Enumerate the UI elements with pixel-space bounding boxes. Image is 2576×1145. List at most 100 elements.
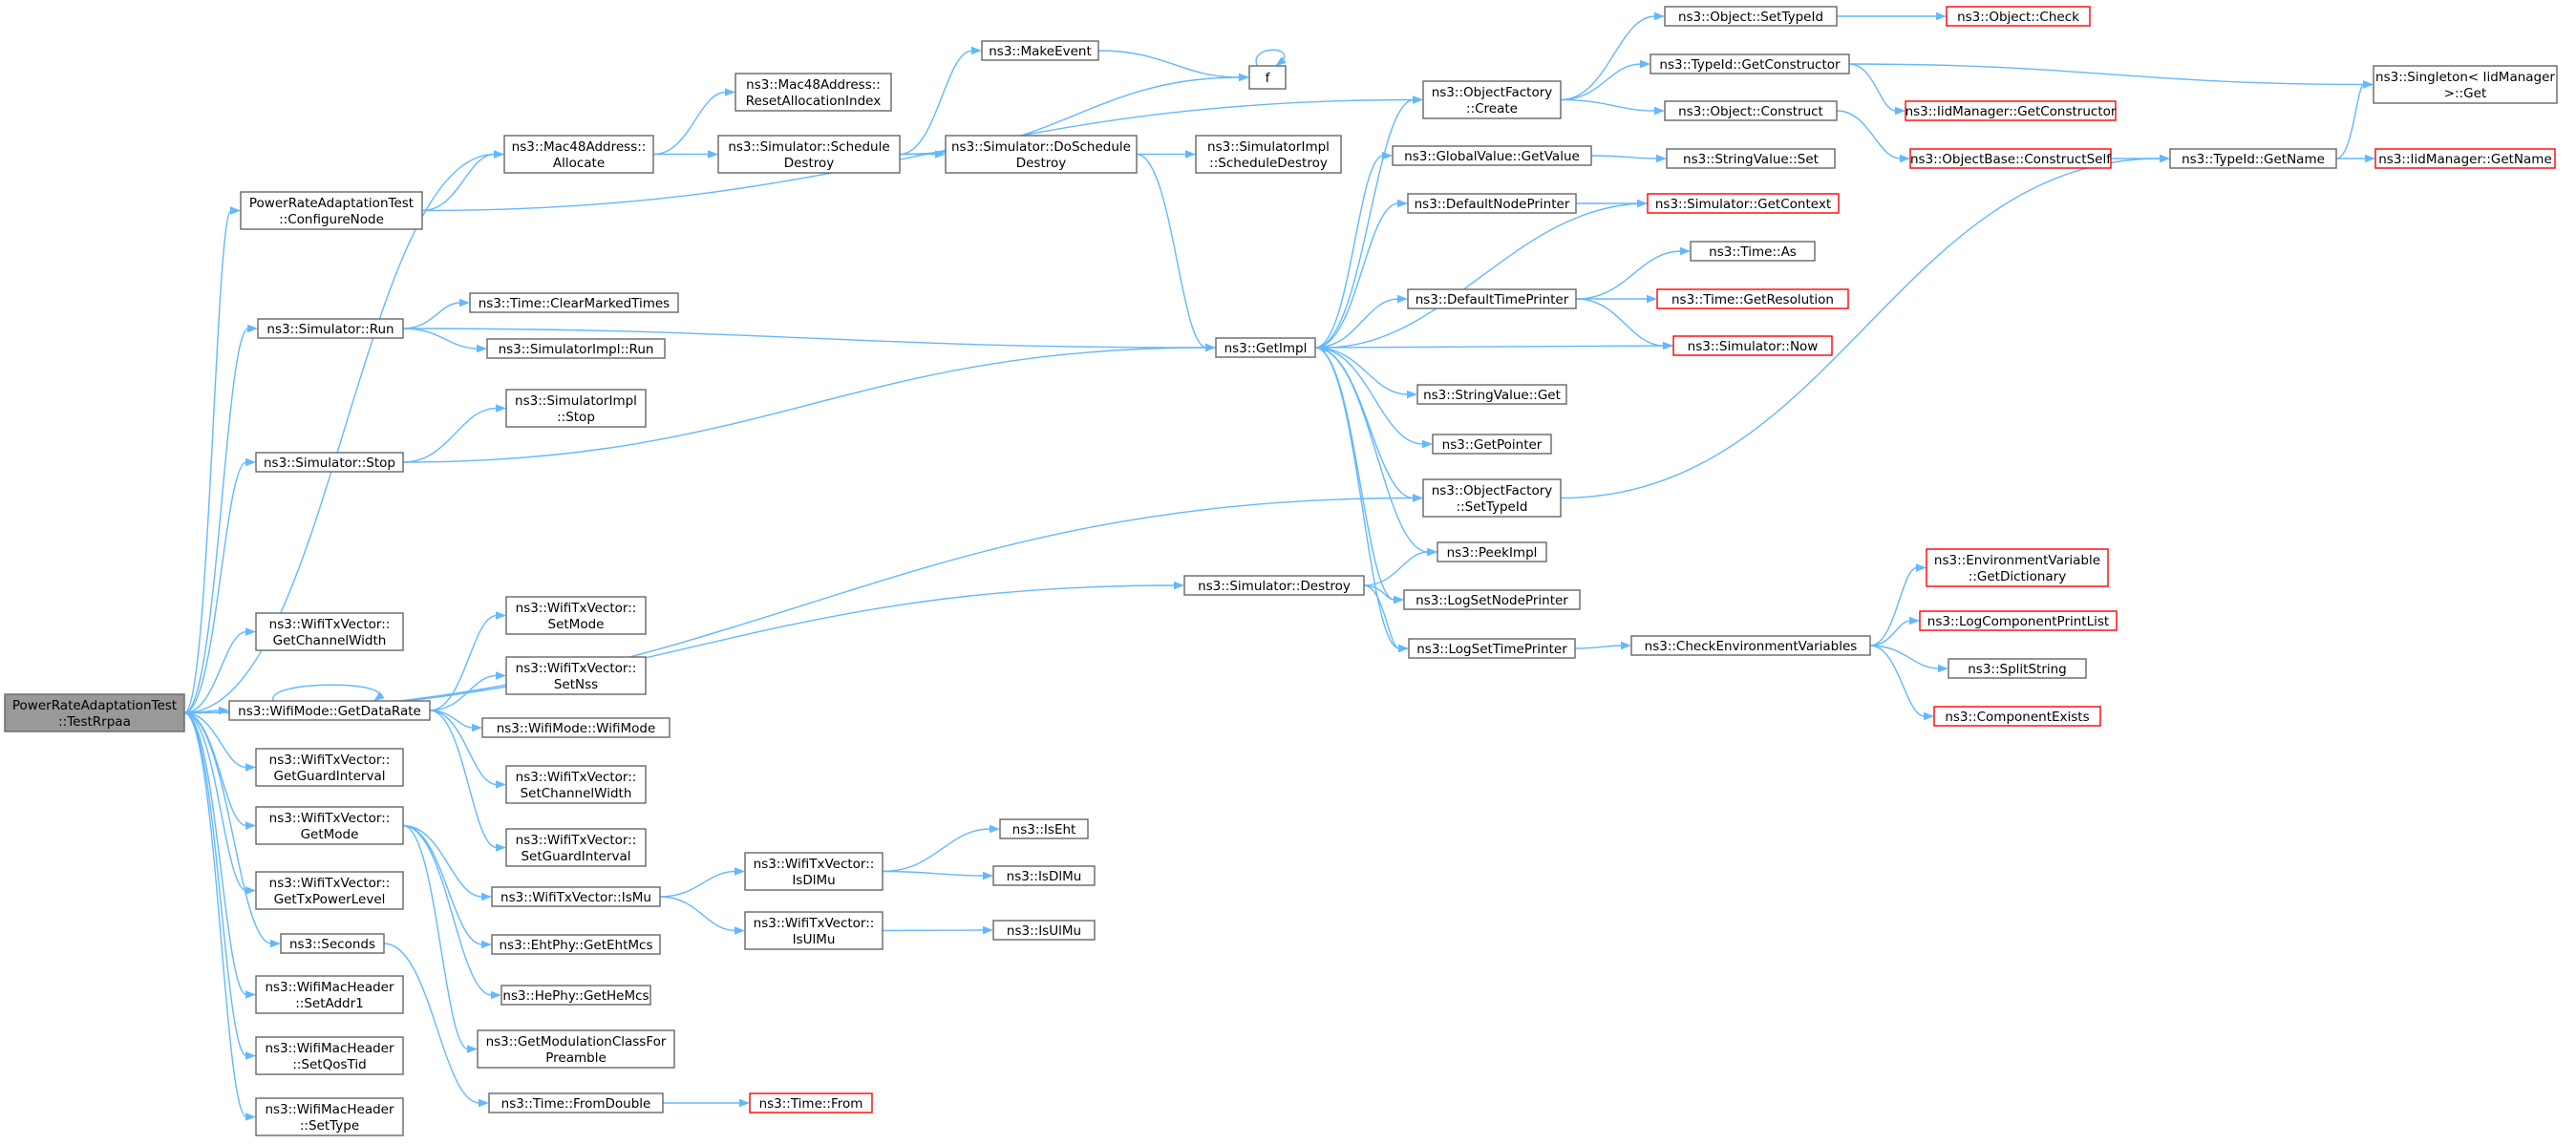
node-check-env[interactable]: ns3::CheckEnvironmentVariables (1630, 635, 1871, 656)
edge-arrowhead (1936, 11, 1947, 21)
node-is-ul-mu-tx[interactable]: ns3::WifiTxVector::IsUlMu (744, 911, 884, 950)
node-box (1408, 638, 1576, 659)
edge-arrowhead (1654, 11, 1665, 21)
node-sim-get-context[interactable]: ns3::Simulator::GetContext (1647, 193, 1840, 214)
edge-get-impl-to-sv-get (1314, 347, 1417, 399)
node-mac-reset[interactable]: ns3::Mac48Address::ResetAllocationIndex (734, 73, 892, 112)
node-root[interactable]: PowerRateAdaptationTest::TestRrpaa (4, 693, 185, 732)
node-get-mode-tx[interactable]: ns3::WifiTxVector::GetMode (255, 806, 404, 845)
node-set-addr1[interactable]: ns3::WifiMacHeader::SetAddr1 (255, 975, 404, 1014)
edge-get-impl-to-of-create (1314, 95, 1423, 349)
node-sv-get[interactable]: ns3::StringValue::Get (1416, 384, 1567, 405)
node-of-set-type-id[interactable]: ns3::ObjectFactory::SetTypeId (1422, 478, 1562, 518)
node-time-as[interactable]: ns3::Time::As (1690, 241, 1816, 262)
node-peek-impl[interactable]: ns3::PeekImpl (1437, 541, 1547, 562)
node-env-get-dict[interactable]: ns3::EnvironmentVariable::GetDictionary (1926, 548, 2109, 587)
edge-line (402, 824, 483, 898)
node-get-tx-power-level[interactable]: ns3::WifiTxVector::GetTxPowerLevel (255, 871, 404, 910)
node-wifi-mode-ctor[interactable]: ns3::WifiMode::WifiMode (481, 717, 671, 738)
node-set-qos-tid[interactable]: ns3::WifiMacHeader::SetQosTid (255, 1036, 404, 1075)
node-label: ns3::WifiTxVector::IsMu (500, 890, 651, 905)
node-set-mode[interactable]: ns3::WifiTxVector::SetMode (505, 596, 647, 635)
node-label: ns3::WifiTxVector:: (269, 811, 391, 826)
node-get-pointer[interactable]: ns3::GetPointer (1432, 434, 1552, 455)
node-log-set-time-printer[interactable]: ns3::LogSetTimePrinter (1408, 638, 1576, 659)
node-singleton-get[interactable]: ns3::Singleton< IidManager>::Get (2373, 65, 2558, 104)
node-make-event[interactable]: ns3::MakeEvent (981, 40, 1099, 61)
node-eht-mcs[interactable]: ns3::EhtPhy::GetEhtMcs (491, 934, 661, 955)
node-configure-node[interactable]: PowerRateAdaptationTest::ConfigureNode (240, 191, 423, 230)
node-def-time-printer[interactable]: ns3::DefaultTimePrinter (1407, 288, 1577, 309)
node-set-channel-width[interactable]: ns3::WifiTxVector::SetChannelWidth (505, 765, 647, 804)
node-get-data-rate[interactable]: ns3::WifiMode::GetDataRate (228, 700, 431, 721)
node-label: ns3::HePhy::GetHeMcs (502, 988, 649, 1004)
node-schedule-destroy[interactable]: ns3::Simulator::ScheduleDestroy (717, 135, 901, 174)
node-get-guard-interval[interactable]: ns3::WifiTxVector::GetGuardInterval (255, 748, 404, 787)
edge-sim-run-to-sim-impl-run (402, 328, 487, 353)
node-box (1905, 100, 2117, 121)
node-he-mcs[interactable]: ns3::HePhy::GetHeMcs (500, 985, 651, 1006)
node-impl-schedule-destroy[interactable]: ns3::SimulatorImpl::ScheduleDestroy (1195, 135, 1342, 174)
node-sim-now[interactable]: ns3::Simulator::Now (1672, 335, 1833, 356)
node-label: ns3::Simulator::Destroy (1198, 579, 1351, 594)
node-tid-get-name[interactable]: ns3::TypeId::GetName (2169, 148, 2337, 169)
node-box (744, 911, 884, 950)
node-is-eht[interactable]: ns3::IsEht (999, 818, 1089, 839)
node-get-channel-width[interactable]: ns3::WifiTxVector::GetChannelWidth (255, 612, 404, 651)
edge-line (1560, 15, 1656, 101)
node-obj-set-type-id[interactable]: ns3::Object::SetTypeId (1664, 6, 1838, 27)
edge-line (1324, 202, 1649, 349)
edge-get-impl-to-def-time-printer (1314, 294, 1408, 349)
node-sim-impl-stop[interactable]: ns3::SimulatorImpl::Stop (505, 389, 647, 428)
node-box (999, 818, 1089, 839)
node-tid-get-constructor[interactable]: ns3::TypeId::GetConstructor (1650, 53, 1850, 74)
node-sim-stop[interactable]: ns3::Simulator::Stop (255, 452, 404, 473)
node-is-mu[interactable]: ns3::WifiTxVector::IsMu (491, 886, 661, 907)
node-obj-construct[interactable]: ns3::Object::Construct (1664, 100, 1838, 121)
node-split-string[interactable]: ns3::SplitString (1948, 658, 2087, 679)
node-box (1630, 635, 1871, 656)
node-label: ns3::SplitString (1968, 662, 2067, 677)
node-set-type[interactable]: ns3::WifiMacHeader::SetType (255, 1097, 404, 1136)
node-comp-exists[interactable]: ns3::ComponentExists (1933, 706, 2101, 727)
node-is-ul-mu[interactable]: ns3::IsUlMu (992, 920, 1096, 941)
node-seconds[interactable]: ns3::Seconds (280, 933, 385, 954)
node-get-impl[interactable]: ns3::GetImpl (1215, 337, 1316, 358)
edge-line (402, 347, 1207, 463)
node-obj-check[interactable]: ns3::Object::Check (1946, 6, 2091, 27)
node-sim-run[interactable]: ns3::Simulator::Run (257, 318, 404, 339)
node-log-set-node-printer[interactable]: ns3::LogSetNodePrinter (1403, 589, 1581, 610)
node-of-create[interactable]: ns3::ObjectFactory::Create (1422, 80, 1562, 119)
node-log-comp-print[interactable]: ns3::LogComponentPrintList (1919, 610, 2118, 631)
edge-arrowhead (245, 457, 256, 467)
edge-arrowhead (496, 404, 506, 413)
edge-tid-get-constructor-to-iid-get-constructor (1848, 63, 1905, 116)
node-iid-get-constructor[interactable]: ns3::IidManager::GetConstructor (1905, 100, 2117, 121)
node-def-node-printer[interactable]: ns3::DefaultNodePrinter (1407, 193, 1577, 214)
node-label: ::Create (1466, 101, 1518, 117)
node-iid-get-name[interactable]: ns3::IidManager::GetName (2374, 148, 2556, 169)
node-obj-base-construct-self[interactable]: ns3::ObjectBase::ConstructSelf (1909, 148, 2112, 169)
node-label: ns3::TypeId::GetName (2182, 152, 2325, 167)
node-label: ns3::ObjectFactory (1432, 483, 1553, 498)
node-label: GetGuardInterval (274, 769, 386, 784)
node-sim-destroy[interactable]: ns3::Simulator::Destroy (1183, 575, 1365, 596)
node-time-from[interactable]: ns3::Time::From (749, 1092, 873, 1113)
node-time-from-double[interactable]: ns3::Time::FromDouble (488, 1092, 664, 1113)
node-time-get-res[interactable]: ns3::Time::GetResolution (1656, 288, 1849, 309)
node-sim-impl-run[interactable]: ns3::SimulatorImpl::Run (486, 338, 666, 359)
node-is-dl-mu[interactable]: ns3::IsDlMu (992, 865, 1096, 886)
node-set-nss[interactable]: ns3::WifiTxVector::SetNss (505, 656, 647, 695)
edge-schedule-destroy-to-make-event (899, 46, 982, 156)
node-is-dl-mu-tx[interactable]: ns3::WifiTxVector::IsDlMu (744, 852, 884, 891)
node-gv-get-value[interactable]: ns3::GlobalValue::GetValue (1392, 145, 1592, 166)
node-f[interactable]: f (1248, 65, 1287, 90)
node-sv-set[interactable]: ns3::StringValue::Set (1666, 148, 1836, 169)
node-mac-allocate[interactable]: ns3::Mac48Address::Allocate (503, 135, 654, 174)
node-label: ns3::DefaultNodePrinter (1415, 197, 1570, 212)
node-clear-marked[interactable]: ns3::Time::ClearMarkedTimes (469, 292, 679, 313)
edge-line (402, 302, 461, 329)
node-set-guard-interval[interactable]: ns3::WifiTxVector::SetGuardInterval (505, 828, 647, 867)
